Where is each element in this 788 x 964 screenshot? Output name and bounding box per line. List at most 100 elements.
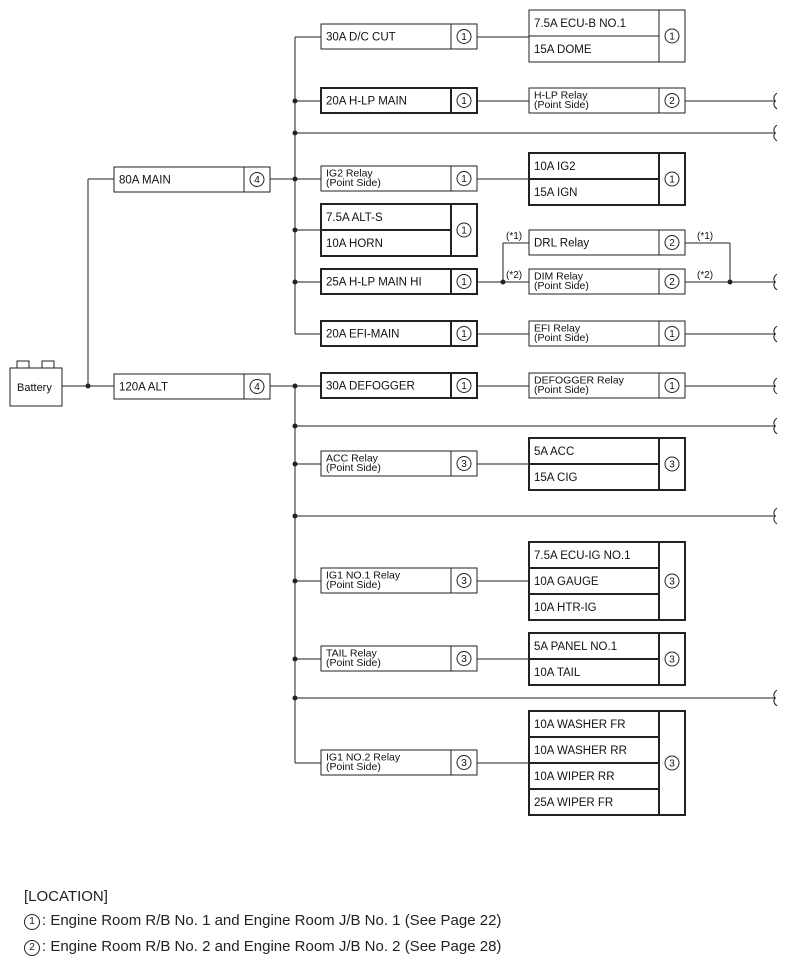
junction-dot	[292, 695, 298, 701]
label-ig2: 10A IG2	[534, 161, 576, 173]
box-htr-ig	[528, 593, 660, 621]
location-number: 1	[669, 32, 675, 43]
label-drl-relay: DRL Relay	[534, 238, 589, 250]
label-dc-cut: 30A D/C CUT	[326, 32, 396, 44]
label-ecu-b-no1: 7.5A ECU-B NO.1	[534, 18, 626, 30]
junction-dot	[292, 461, 298, 467]
box-ecu-ig-no1	[528, 541, 660, 569]
location-2-icon	[664, 93, 680, 108]
junction-dot	[727, 279, 733, 285]
location-number: 2	[669, 238, 675, 249]
junction-dots	[85, 98, 733, 701]
location-1-icon	[456, 378, 472, 393]
location-3-icon	[456, 573, 472, 588]
location-number: 2	[669, 96, 675, 107]
location-number: 3	[669, 655, 675, 666]
location-number: 2	[669, 277, 675, 288]
location-1-icon	[456, 93, 472, 108]
box-wiper-rr	[528, 762, 660, 790]
junction-dot	[292, 130, 298, 136]
box-ecu-b-no1	[528, 9, 660, 37]
box-ig2	[528, 152, 660, 180]
group-wiper-group	[658, 710, 686, 816]
location-3-icon	[456, 651, 472, 666]
junction-dot	[292, 98, 298, 104]
location-legend-item: 1: Engine Room R/B No. 1 and Engine Room…	[24, 912, 501, 930]
drl-annotation-right: (*1)	[697, 231, 713, 242]
location-1-icon	[664, 378, 680, 393]
label-ecu-ig-no1: 7.5A ECU-IG NO.1	[534, 550, 631, 562]
box-dome	[528, 35, 660, 63]
location-4-icon	[249, 379, 265, 394]
label-ig1-no2-relay: IG1 NO.2 Relay(Point Side)	[326, 752, 401, 774]
location-number: 1	[461, 381, 467, 392]
junction-dot	[292, 227, 298, 233]
location-number: 1	[669, 329, 675, 340]
label-gauge: 10A GAUGE	[534, 576, 599, 588]
location-1-icon	[456, 222, 472, 238]
label-acc-relay: ACC Relay(Point Side)	[326, 453, 381, 475]
location-3-icon	[456, 755, 472, 770]
location-number: 1	[461, 96, 467, 107]
box-tail	[528, 658, 660, 686]
location-1-icon	[456, 171, 472, 186]
continuation-mark	[773, 507, 778, 525]
location-number: 3	[461, 576, 467, 587]
label-hlp-main-hi: 25A H-LP MAIN HI	[326, 277, 422, 289]
junction-dot	[292, 176, 298, 182]
location-number: 1	[461, 226, 467, 237]
junction-dot	[500, 279, 506, 285]
continuation-mark	[773, 273, 778, 291]
label-wiper-rr: 10A WIPER RR	[534, 771, 615, 783]
continuation-mark	[773, 377, 778, 395]
location-3-icon	[664, 573, 680, 589]
label-horn: 10A HORN	[326, 238, 383, 250]
location-number: 1	[461, 32, 467, 43]
dim-annotation-right: (*2)	[697, 270, 713, 281]
continuation-marks	[773, 92, 778, 707]
drl-annotation-left: (*1)	[506, 231, 522, 242]
location-1-icon	[456, 274, 472, 289]
box-acc	[528, 437, 660, 465]
label-dim-relay: DIM Relay(Point Side)	[534, 271, 589, 293]
label-defogger-relay: DEFOGGER Relay(Point Side)	[534, 375, 625, 397]
location-1-icon	[456, 29, 472, 44]
location-number: 3	[669, 759, 675, 770]
junction-dot	[292, 279, 298, 285]
junction-dot	[292, 423, 298, 429]
box-washer-fr	[528, 710, 660, 738]
location-number: 1	[461, 277, 467, 288]
continuation-mark	[773, 417, 778, 435]
junction-dot	[292, 513, 298, 519]
location-1-icon	[664, 171, 680, 187]
location-number: 1	[669, 175, 675, 186]
location-4-icon	[249, 172, 265, 187]
location-legend-text: : Engine Room R/B No. 2 and Engine Room …	[42, 938, 502, 955]
label-cig: 15A CIG	[534, 472, 578, 484]
location-number: 1	[669, 381, 675, 392]
location-2-icon	[664, 235, 680, 250]
location-number-icon: 2	[24, 940, 40, 956]
location-3-icon	[664, 456, 680, 472]
label-hlp-main: 20A H-LP MAIN	[326, 96, 407, 108]
battery-label: Battery	[17, 382, 52, 394]
location-3-icon	[664, 755, 680, 771]
location-number: 1	[461, 329, 467, 340]
label-washer-fr: 10A WASHER FR	[534, 719, 626, 731]
location-3-icon	[456, 456, 472, 471]
label-defogger: 30A DEFOGGER	[326, 381, 415, 393]
junction-dot	[292, 383, 298, 389]
location-number: 3	[669, 460, 675, 471]
continuation-mark	[773, 92, 778, 110]
box-ign	[528, 178, 660, 206]
location-number: 4	[254, 175, 260, 186]
location-1-icon	[664, 326, 680, 341]
label-ign: 15A IGN	[534, 187, 577, 199]
location-1-icon	[664, 28, 680, 44]
junction-dot	[85, 383, 91, 389]
label-efi-relay: EFI Relay(Point Side)	[534, 323, 589, 345]
continuation-mark	[773, 124, 778, 142]
label-tail: 10A TAIL	[534, 667, 581, 679]
label-acc: 5A ACC	[534, 446, 574, 458]
